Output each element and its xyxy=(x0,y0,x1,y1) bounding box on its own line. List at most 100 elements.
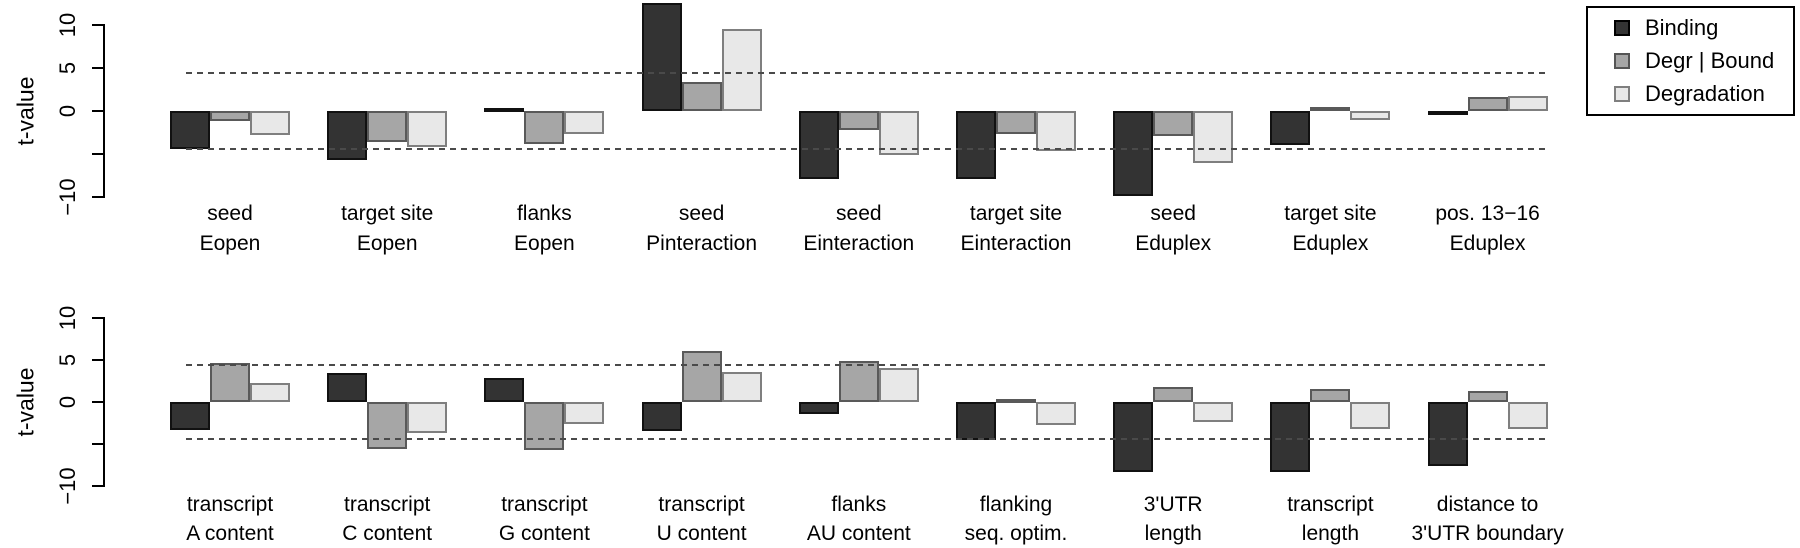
bar-binding xyxy=(1270,111,1311,146)
bar-degradation xyxy=(564,111,605,135)
category-label-line1: target site xyxy=(1284,202,1377,225)
category-label-line2: Pinteraction xyxy=(646,232,758,255)
category-label-line2: 3'UTR boundary xyxy=(1411,522,1564,545)
category-label-line1: transcript xyxy=(501,493,588,516)
y-axis-tick xyxy=(92,359,104,361)
bar-binding xyxy=(484,107,525,112)
category-label-line1: seed xyxy=(836,202,882,225)
bar-degradation xyxy=(1507,402,1548,429)
legend-label-degradation: Degradation xyxy=(1645,81,1765,106)
category-label-line1: distance to xyxy=(1436,493,1539,516)
significance-threshold-line xyxy=(186,364,1548,367)
category-label-line1: 3'UTR xyxy=(1143,493,1203,516)
bar-degradation xyxy=(250,111,290,136)
bar-degr-bound xyxy=(838,360,879,402)
category-label-line1: target site xyxy=(969,202,1063,225)
bar-binding xyxy=(170,402,210,430)
binding-swatch-icon xyxy=(1614,20,1630,36)
y-axis xyxy=(103,24,105,198)
legend: Binding Degr | Bound Degradation xyxy=(1586,6,1795,116)
legend-item-binding: Binding xyxy=(1614,15,1793,41)
y-tick-label: 0 xyxy=(55,104,80,118)
category-label-line1: seed xyxy=(207,202,253,225)
category-label-line2: C content xyxy=(342,522,433,545)
category-label-line2: AU content xyxy=(806,522,911,545)
category-label-line2: Eopen xyxy=(514,232,575,255)
bar-degr-bound xyxy=(681,81,722,111)
category-label-line1: pos. 13−16 xyxy=(1435,202,1540,225)
y-axis-tick xyxy=(92,153,104,155)
legend-item-degradation: Degradation xyxy=(1614,81,1793,107)
bar-degradation xyxy=(721,371,762,402)
y-tick-label: 10 xyxy=(55,12,80,38)
bar-binding xyxy=(641,402,682,431)
bar-binding xyxy=(1427,402,1468,466)
bar-degr-bound xyxy=(367,111,408,142)
y-axis-tick xyxy=(92,110,104,112)
category-label-line2: Eduplex xyxy=(1135,232,1212,255)
bar-binding xyxy=(170,111,210,149)
bar-degr-bound xyxy=(1153,386,1194,402)
y-axis-tick xyxy=(92,196,104,198)
bar-degr-bound xyxy=(838,111,879,130)
bar-degr-bound xyxy=(996,399,1036,403)
bar-degradation xyxy=(1350,402,1391,429)
bar-binding xyxy=(956,111,996,179)
bar-binding xyxy=(484,377,525,402)
y-axis-tick xyxy=(92,67,104,69)
bar-degr-bound xyxy=(1467,391,1508,402)
bar-binding xyxy=(1270,402,1311,472)
significance-threshold-line xyxy=(186,437,1548,440)
category-label-line1: flanking xyxy=(979,493,1053,516)
bar-degr-bound xyxy=(996,111,1036,135)
bar-degr-bound xyxy=(210,111,250,122)
bar-binding xyxy=(798,111,839,179)
category-label-line1: target site xyxy=(341,202,434,225)
y-axis-tick xyxy=(92,443,104,445)
bar-degradation xyxy=(1193,402,1234,423)
bar-binding xyxy=(327,111,368,161)
bar-degr-bound xyxy=(367,402,408,450)
category-label-line1: flanks xyxy=(516,202,572,225)
legend-item-degr-bound: Degr | Bound xyxy=(1614,48,1793,74)
y-axis-title: t-value xyxy=(12,367,39,437)
bar-binding xyxy=(1427,111,1468,115)
legend-label-degr-bound: Degr | Bound xyxy=(1645,48,1775,73)
y-tick-label: 5 xyxy=(55,61,80,75)
degradation-swatch-icon xyxy=(1614,86,1630,102)
legend-label-binding: Binding xyxy=(1645,15,1719,40)
category-label-line1: seed xyxy=(1150,202,1196,225)
bar-degradation xyxy=(1193,111,1234,163)
bar-degr-bound xyxy=(1153,111,1194,136)
category-label-line2: Eduplex xyxy=(1449,232,1526,255)
y-axis-tick xyxy=(92,317,104,319)
bar-degr-bound xyxy=(1467,97,1508,111)
y-tick-label: −10 xyxy=(55,467,80,505)
bar-degradation xyxy=(878,368,919,402)
category-label-line2: Einteraction xyxy=(803,232,915,255)
category-label-line1: seed xyxy=(678,202,725,225)
significance-threshold-line xyxy=(186,72,1548,75)
category-label-line1: transcript xyxy=(344,493,431,516)
bar-degradation xyxy=(878,111,919,155)
bar-degradation xyxy=(1350,111,1391,121)
category-label-line2: seq. optim. xyxy=(964,522,1068,545)
significance-threshold-line xyxy=(186,147,1548,150)
bar-degradation xyxy=(407,402,448,434)
bar-binding xyxy=(1113,111,1154,197)
bar-degradation xyxy=(1036,111,1076,152)
category-label-line2: length xyxy=(1301,522,1359,545)
degr-bound-swatch-icon xyxy=(1614,53,1630,69)
category-label-line2: U content xyxy=(656,522,747,545)
y-axis-title: t-value xyxy=(12,76,39,146)
bar-binding xyxy=(641,2,682,111)
y-axis-tick xyxy=(92,24,104,26)
category-label-line2: Einteraction xyxy=(960,232,1072,255)
category-label-line2: A content xyxy=(186,522,274,545)
category-label-line2: Eduplex xyxy=(1292,232,1369,255)
category-label-line1: transcript xyxy=(1287,493,1374,516)
y-axis-tick xyxy=(92,485,104,487)
y-tick-label: 10 xyxy=(55,305,80,331)
category-label-line2: Eopen xyxy=(199,232,261,255)
